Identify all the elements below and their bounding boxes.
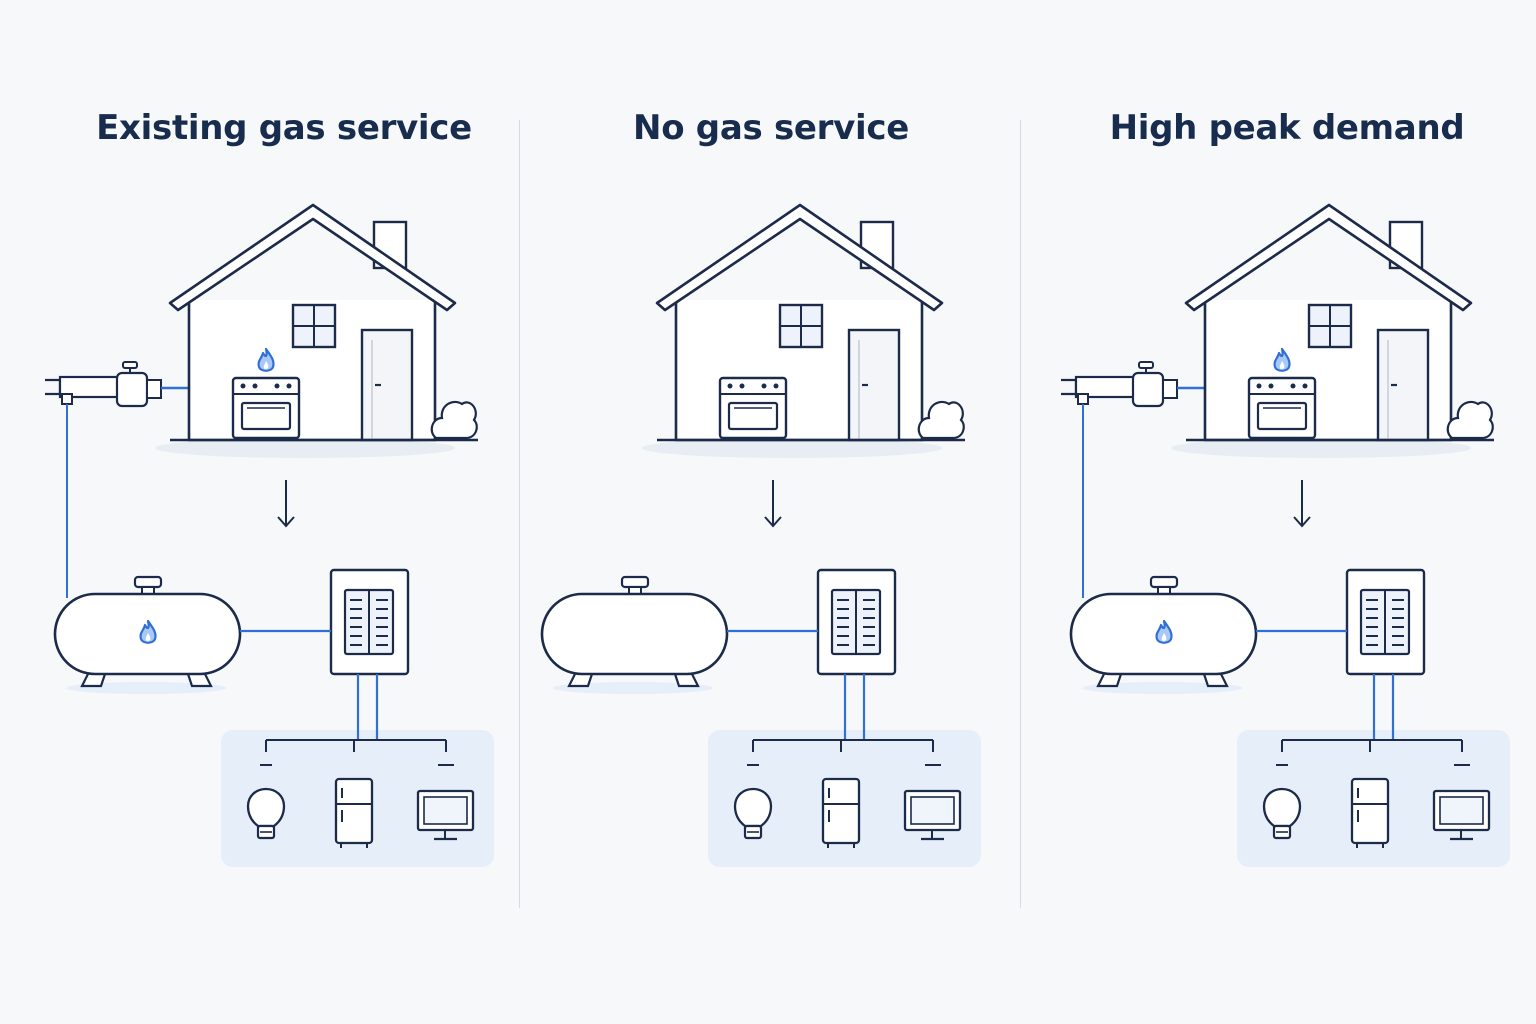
arrow-down-icon xyxy=(1293,479,1311,527)
light-bulb-icon xyxy=(219,672,496,869)
electrical-panel-icon xyxy=(725,568,897,676)
stove-icon xyxy=(718,376,788,440)
panel-divider-1 xyxy=(519,120,520,908)
panel-title-no-gas: No gas service xyxy=(633,108,909,148)
electrical-panel-icon xyxy=(238,568,410,676)
stove-icon xyxy=(231,376,301,440)
house-icon xyxy=(640,203,967,460)
house-icon xyxy=(1169,203,1496,460)
electrical-panel-icon xyxy=(1254,568,1426,676)
diagram-high-peak-demand xyxy=(1059,203,1512,869)
monitor-icon xyxy=(1235,672,1512,869)
panel-title-existing-gas: Existing gas service xyxy=(96,108,472,148)
panel-title-high-peak: High peak demand xyxy=(1109,108,1465,148)
stove-icon xyxy=(1247,376,1317,440)
diagram-no-gas-service xyxy=(540,203,983,869)
diagram-existing-gas-service xyxy=(43,203,496,869)
house-icon xyxy=(153,203,480,460)
arrow-down-icon xyxy=(764,479,782,527)
panel-divider-2 xyxy=(1020,120,1021,908)
refrigerator-icon xyxy=(706,672,983,869)
propane-tank-icon xyxy=(540,575,729,696)
arrow-down-icon xyxy=(277,479,295,527)
